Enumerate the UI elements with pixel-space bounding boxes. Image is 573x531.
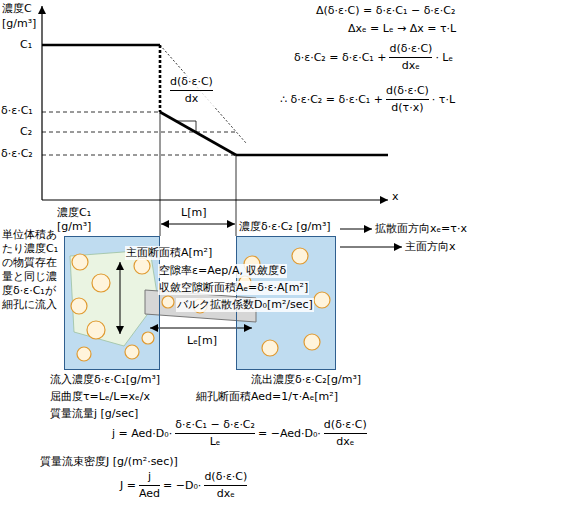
label: C₂ [20,125,32,139]
fraction: d(δ·ε·C) dxₑ [324,418,367,449]
equation-term: δ·ε·C₂ = δ·ε·C₁ + [294,51,386,65]
particle [314,292,330,308]
fraction: d(δ·ε·C) dxₑ [389,42,432,73]
label: Δxₑ = Lₑ → Δx = τ·L [348,22,456,36]
fraction-bar [324,433,367,434]
label: 主面断面積A[m²] [125,246,213,260]
label: Δ(δ·ε·C) = δ·ε·C₁ − δ·ε·C₂ [316,4,455,18]
particle [304,334,320,350]
label: [g/m³] [2,17,36,31]
particle [87,321,105,339]
label: 質量流量j [g/sec] [50,407,138,421]
equation: ∴ δ·ε·C₂ = δ·ε·C₁ +d(δ·ε·C) d(τ·x) · τ·L [280,84,455,115]
equation-term: ∴ δ·ε·C₂ = δ·ε·C₁ + [280,93,383,107]
equation-term: j = Aed·D₀· [112,427,172,441]
equation-term: d(δ·ε·C) [386,84,429,98]
particle [72,254,88,270]
fraction: d(δ·ε·C) dx [170,75,213,106]
slope-triangle [176,121,196,132]
particle [77,347,91,361]
boundary-lines [160,112,236,236]
equation-term: δ·ε·C₁ − δ·ε·C₂ [175,418,255,432]
label: 細孔断面積Aed=1/τ·Aₑ[m²] [196,390,338,404]
equation: J =jAed= −D₀·d(δ·ε·C)dxₑ [120,470,247,501]
particle [125,345,139,359]
label: 収斂空隙断面積Aₑ=δ·ε·A[m²] [158,281,309,295]
fraction-bar [389,57,432,58]
fraction-bar [204,485,247,486]
fraction-bar [170,90,213,91]
label: 流入濃度δ·ε·C₁[g/m³] [50,373,160,387]
label: δ·ε·C₂ [1,147,33,161]
label: L[m] [180,206,207,220]
label: 質量流束密度J [g/(m²·sec)] [40,455,178,469]
equation-term: Lₑ [210,435,221,449]
particle [134,258,150,274]
equation-term: Aed [139,487,160,501]
label: δ·ε·C₁ [1,104,33,118]
equation-term: dxₑ [217,487,235,501]
fraction: d(δ·ε·C) dxₑ [204,470,247,501]
extrapolation-line [160,45,246,143]
fraction: jAed [139,470,160,501]
equation-term: J = [120,479,136,493]
equation-term: dxₑ [336,435,354,449]
label: 濃度C [2,2,32,16]
equation-term: d(δ·ε·C) [389,42,432,56]
label: 空隙率ε=Aep/A, 収斂度δ [158,264,287,278]
fraction-bar [175,433,255,434]
equation-term: d(τ·x) [391,101,423,115]
equation-term: d(δ·ε·C) [170,75,213,89]
particle [162,296,174,308]
particle [142,332,154,344]
equation-term: dxₑ [402,59,420,73]
fraction-bar [386,99,429,100]
equation-term: d(δ·ε·C) [204,470,247,484]
particle [262,340,278,356]
label: 単位体積あたり濃度C₁の物質存在量と同じ濃度δ·ε·C₁が細孔に流入 [2,228,62,312]
particles [71,248,330,361]
concentration-profile [42,45,388,155]
label: 流出濃度δ·ε·C₂[g/m³] [250,373,362,387]
equation-term: = −D₀· [163,479,201,493]
particle [92,274,110,292]
fraction: d(δ·ε·C) d(τ·x) [386,84,429,115]
label: 主面方向x [405,240,456,254]
graph-axes [42,6,388,200]
equation-term: = −Aed·D₀· [258,427,321,441]
label: C₁ [20,38,32,52]
tank-heading: 濃度δ·ε·C₂ [g/m³] [239,220,337,234]
label: 屈曲度τ=Lₑ/L=xₑ/x [50,390,150,404]
fraction: δ·ε·C₁ − δ·ε·C₂ Lₑ [175,418,255,449]
particle [292,248,308,264]
length-arrow [161,224,235,225]
equation: δ·ε·C₂ = δ·ε·C₁ +d(δ·ε·C) dxₑ · Lₑ [294,42,453,73]
reference-lines [42,112,236,155]
equation: j = Aed·D₀·δ·ε·C₁ − δ·ε·C₂ Lₑ = −Aed·D₀·d(… [112,418,367,449]
tank-heading: 濃度C₁ [g/m³] [57,206,121,234]
fraction-bar [139,485,160,486]
label: バルク拡散係数D₀[m²/sec] [176,298,314,312]
label: 拡散面方向xₑ=τ·x [375,222,467,236]
label: Lₑ[m] [186,334,218,348]
equation-term: · Lₑ [435,51,453,65]
equation-term: · τ·L [432,93,455,107]
equation: d(δ·ε·C) dx [168,74,215,107]
particle [71,298,87,314]
label: x [392,190,399,204]
equation-term: j [148,470,151,484]
area-arrow [120,262,121,334]
equation-term: dx [185,92,199,106]
equation-term: d(δ·ε·C) [324,418,367,432]
